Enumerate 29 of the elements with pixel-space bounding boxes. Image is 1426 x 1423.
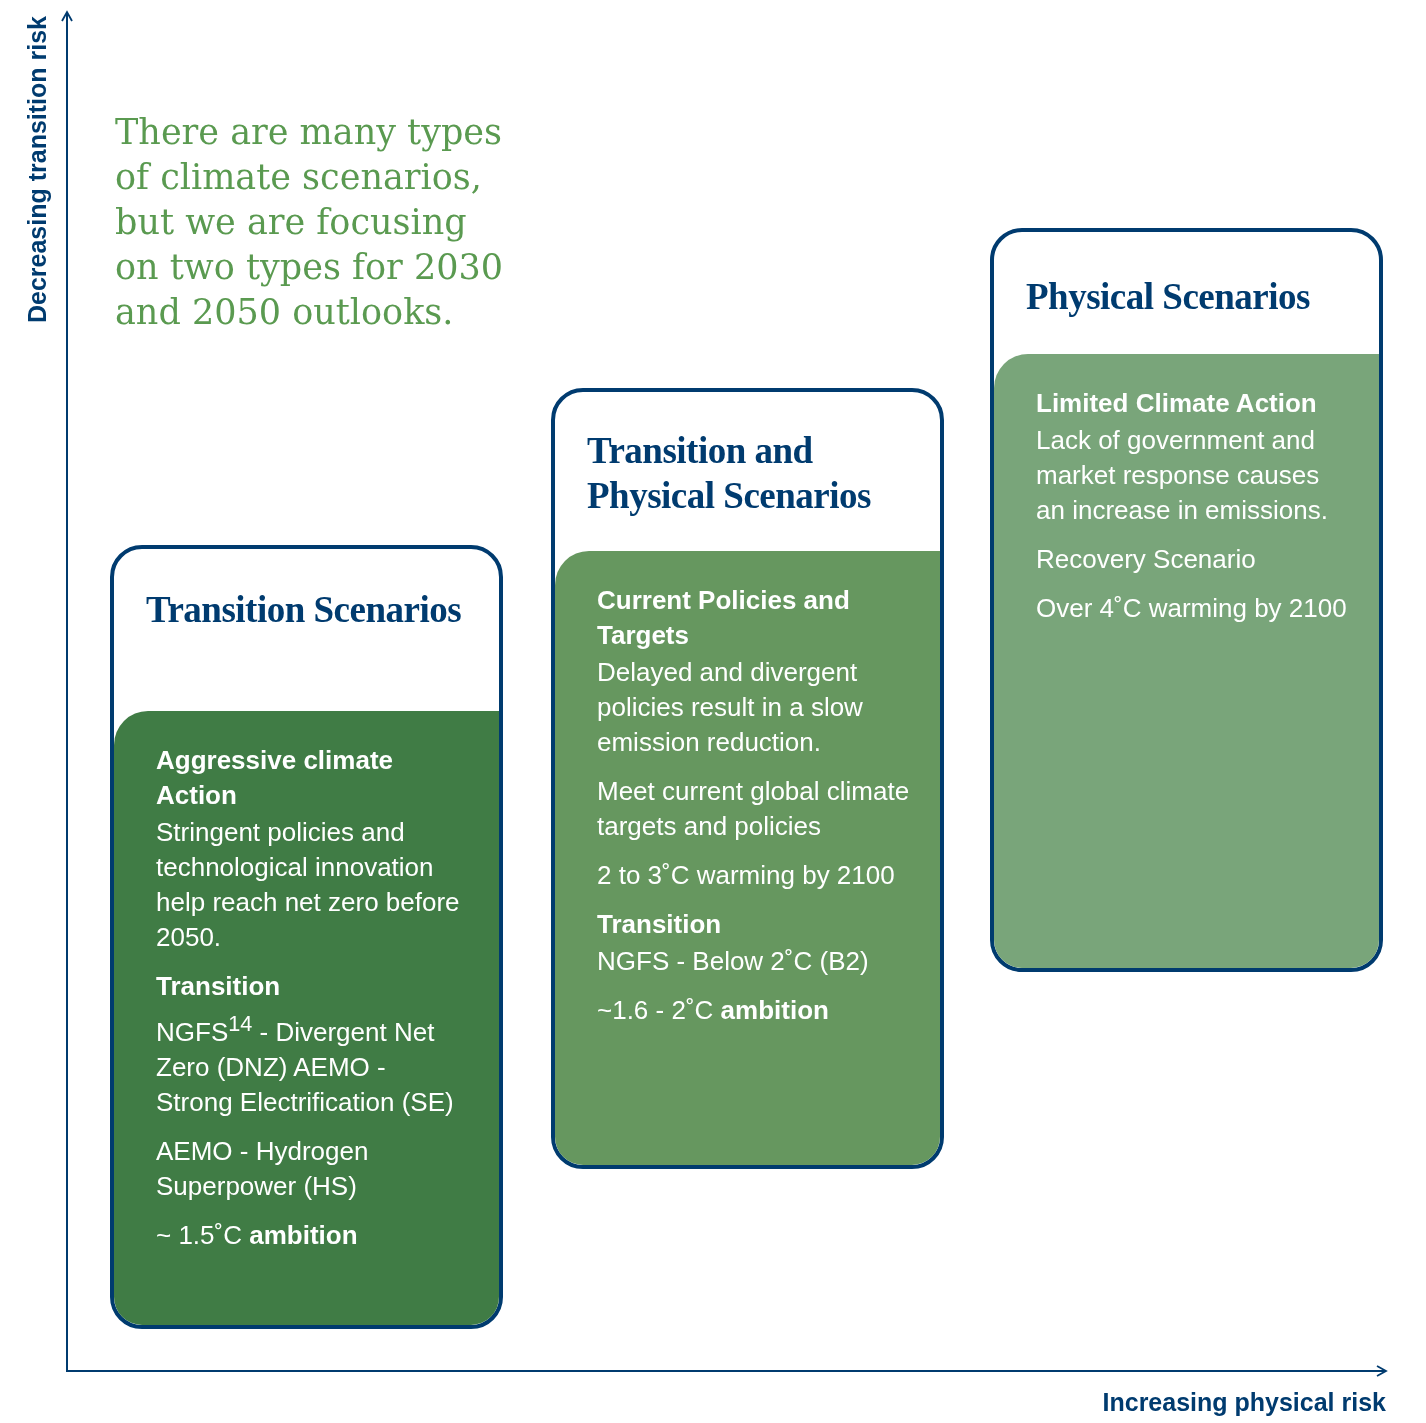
intro-text: There are many types of climate scenarios, but we are focusing on two types for 2030 and 2050 outlooks. [115, 111, 504, 334]
body-text: 2 to 3˚C warming by 2100 [597, 859, 896, 892]
body-text: Meet current global climate targets and policies [597, 775, 910, 843]
body-text: NGFS - Below 2˚C (B2) [597, 945, 870, 978]
axis-title: Increasing physical risk [1101, 1388, 1386, 1417]
body-text: Delayed and divergent policies result in a slow emission reduction. [597, 656, 864, 759]
scenario-card [110, 545, 503, 1329]
body-text: Recovery Scenario [1036, 543, 1257, 576]
card-heading: Transition and Physical Scenarios [587, 429, 872, 518]
body-text: ~1.6 - 2˚C ambition [597, 994, 830, 1027]
card-heading: Physical Scenarios [1026, 275, 1311, 319]
scenario-panel [555, 551, 940, 1165]
card-heading: Transition Scenarios [146, 588, 463, 632]
scenario-panel [994, 354, 1379, 968]
section-subheading: Aggressive climate Action [156, 744, 394, 812]
section-subheading: Transition [156, 970, 282, 1003]
section-subheading: Current Policies and Targets [597, 584, 851, 652]
section-subheading: Transition [597, 908, 723, 941]
body-text: Over 4˚C warming by 2100 [1036, 592, 1348, 625]
body-text: ~ 1.5˚C ambition [156, 1218, 359, 1252]
scenario-panel [114, 711, 499, 1325]
body-text: NGFS$^{14}$ - Divergent Net Zero (DNZ) AEMO - Strong Electrification (SE) [156, 1010, 455, 1119]
body-text: AEMO - Hydrogen Superpower (HS) [156, 1134, 370, 1203]
scenario-card [551, 388, 944, 1169]
section-subheading: Limited Climate Action [1036, 387, 1318, 420]
axis-title: Decreasing transition risk [22, 14, 52, 326]
scenario-card [990, 228, 1383, 972]
body-text: Stringent policies and technological innovation help reach net zero before 2050. [156, 816, 461, 954]
body-text: Lack of government and market response causes an increase in emissions. [1036, 424, 1329, 527]
